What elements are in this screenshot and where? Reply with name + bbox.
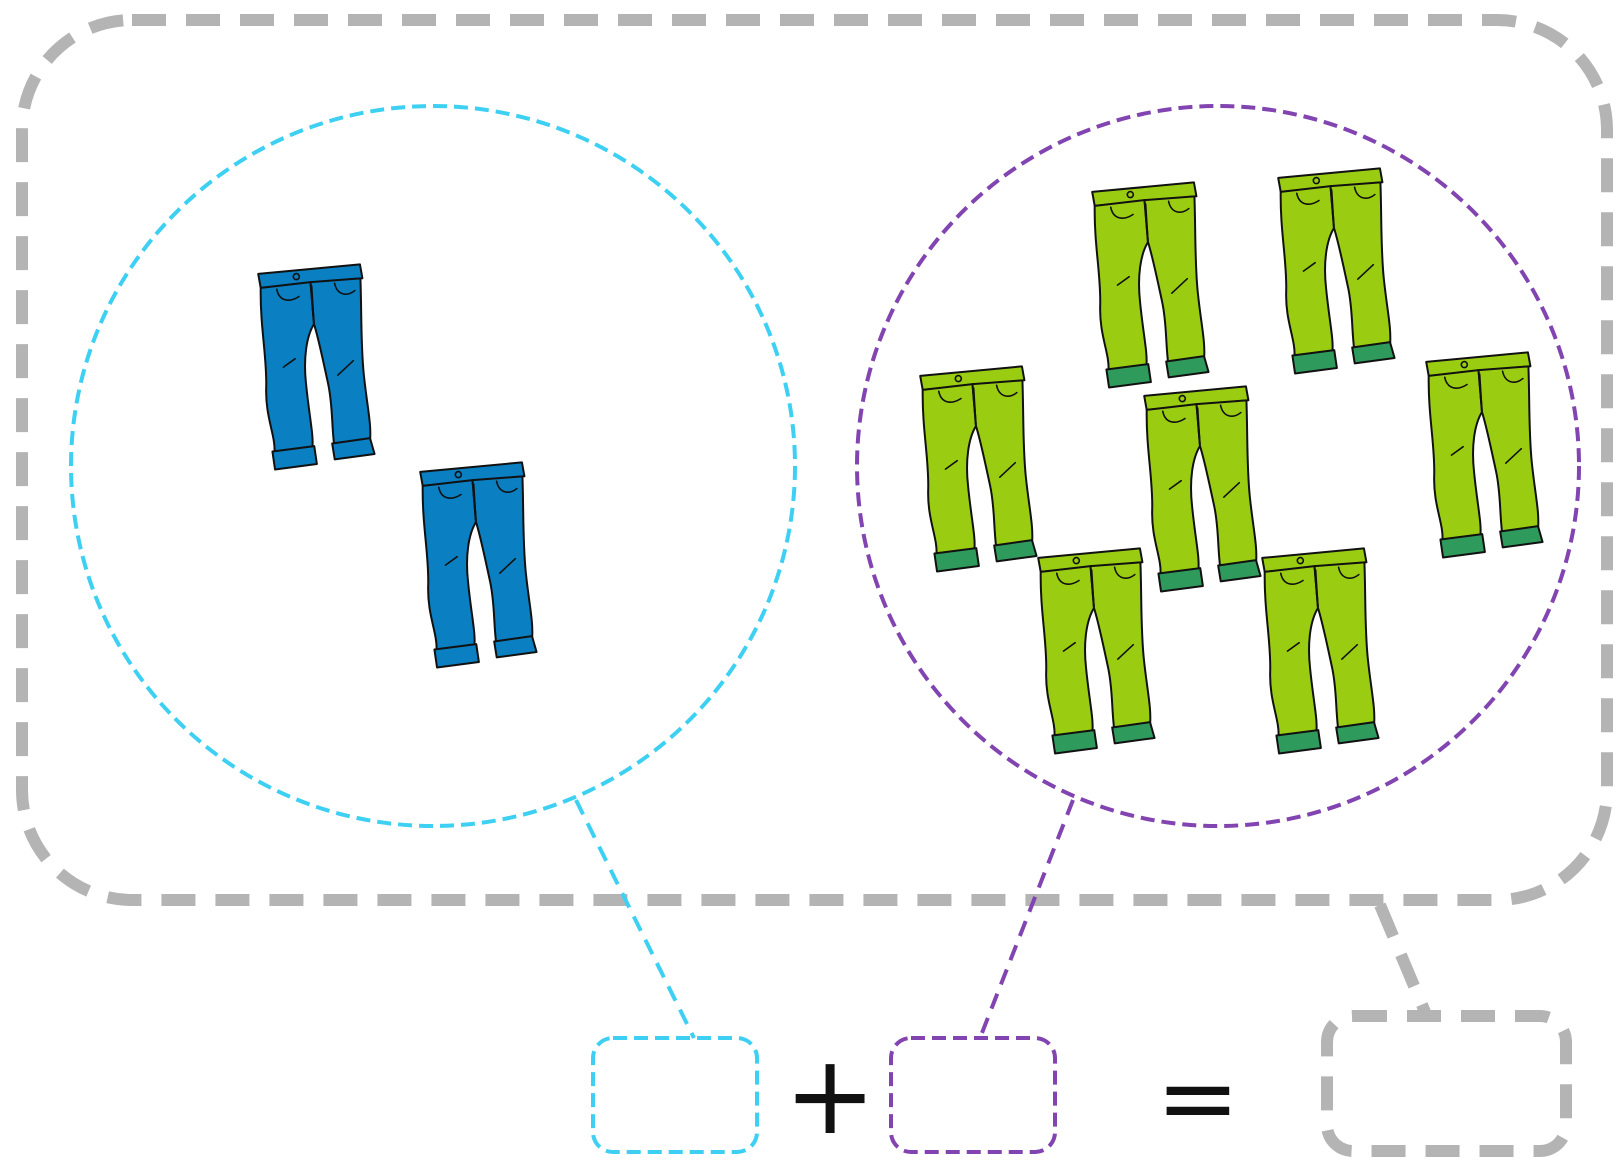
green-jeans-pants-icon bbox=[1260, 547, 1380, 755]
left-box-outline bbox=[591, 1036, 759, 1154]
green-jeans-pants-icon bbox=[1090, 181, 1210, 389]
total-box-outline bbox=[1321, 1010, 1572, 1157]
left-addend-box[interactable] bbox=[592, 1038, 758, 1153]
blue-jeans-pants-icon bbox=[418, 461, 538, 669]
right-box-outline bbox=[889, 1036, 1057, 1154]
right-connector-line bbox=[978, 799, 1075, 1039]
total-connector-line bbox=[1374, 902, 1431, 1015]
left-connector-line bbox=[574, 799, 696, 1039]
sum-box[interactable] bbox=[1325, 1015, 1568, 1153]
blue-jeans-pants-icon bbox=[256, 263, 376, 471]
green-group-circle bbox=[855, 104, 1581, 828]
blue-group-circle bbox=[69, 104, 797, 828]
green-jeans-pants-icon bbox=[1276, 167, 1396, 375]
equals-sign: = bbox=[1156, 1039, 1240, 1156]
outer-group-frame bbox=[16, 14, 1613, 906]
green-jeans-pants-icon bbox=[1424, 351, 1544, 559]
green-jeans-pants-icon bbox=[918, 365, 1038, 573]
green-jeans-pants-icon bbox=[1036, 547, 1156, 755]
green-jeans-pants-icon bbox=[1142, 385, 1262, 593]
right-addend-box[interactable] bbox=[890, 1038, 1056, 1153]
plus-sign: + bbox=[784, 1031, 877, 1159]
